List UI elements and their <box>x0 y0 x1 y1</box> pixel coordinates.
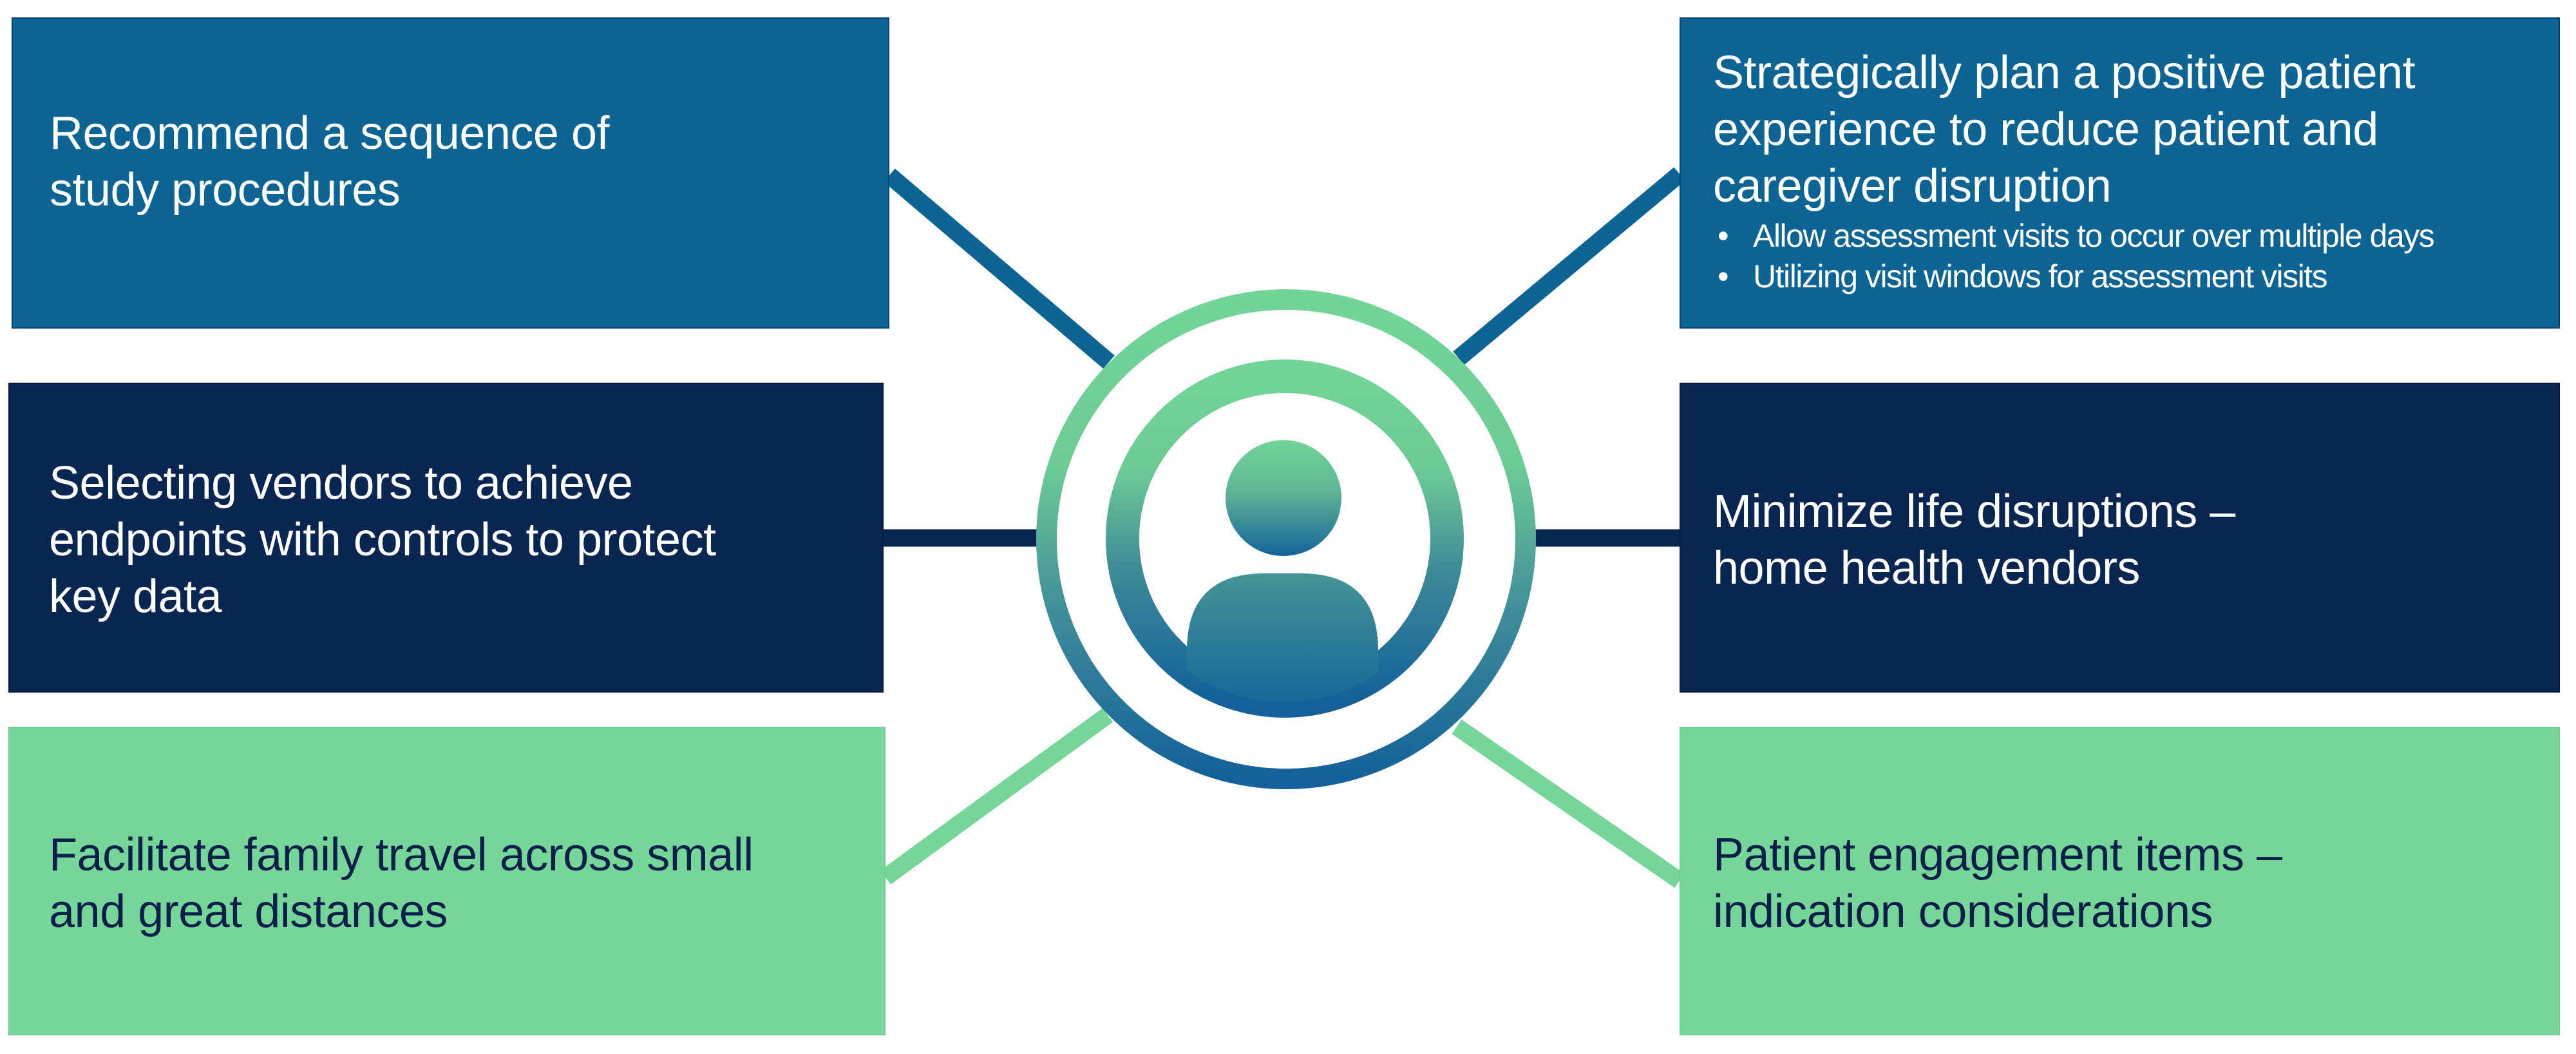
card-vendor-selection: Selecting vendors to achieve endpoints w… <box>8 383 884 693</box>
card-study-procedures: Recommend a sequence of study procedures <box>12 17 889 329</box>
connector-bottom-right <box>1452 719 1685 888</box>
bullet-item: • Utilizing visit windows for assessment… <box>1713 256 2560 297</box>
card-heading: Recommend a sequence of study procedures <box>50 107 610 216</box>
bullet-icon: • <box>1717 217 1729 254</box>
connector-top-left <box>884 168 1115 369</box>
card-heading: Selecting vendors to achieve endpoints w… <box>49 457 716 622</box>
card-patient-experience: Strategically plan a positive patient ex… <box>1680 17 2560 329</box>
card-heading: Strategically plan a positive patient ex… <box>1713 46 2416 212</box>
bullet-list: • Allow assessment visits to occur over … <box>1713 216 2560 297</box>
card-heading: Patient engagement items – indication co… <box>1713 829 2282 937</box>
card-family-travel: Facilitate family travel across small an… <box>8 727 886 1035</box>
card-heading: Minimize life disruptions – home health … <box>1713 485 2235 594</box>
bullet-item: • Allow assessment visits to occur over … <box>1713 216 2560 256</box>
card-home-health: Minimize life disruptions – home health … <box>1680 383 2560 693</box>
card-heading: Facilitate family travel across small an… <box>49 829 753 937</box>
bullet-icon: • <box>1717 258 1729 294</box>
connector-bottom-left <box>880 708 1113 885</box>
bullet-text: Utilizing visit windows for assessment v… <box>1753 258 2328 294</box>
connector-top-right <box>1453 167 1685 365</box>
card-patient-engagement: Patient engagement items – indication co… <box>1680 727 2560 1035</box>
bullet-text: Allow assessment visits to occur over mu… <box>1753 217 2435 254</box>
